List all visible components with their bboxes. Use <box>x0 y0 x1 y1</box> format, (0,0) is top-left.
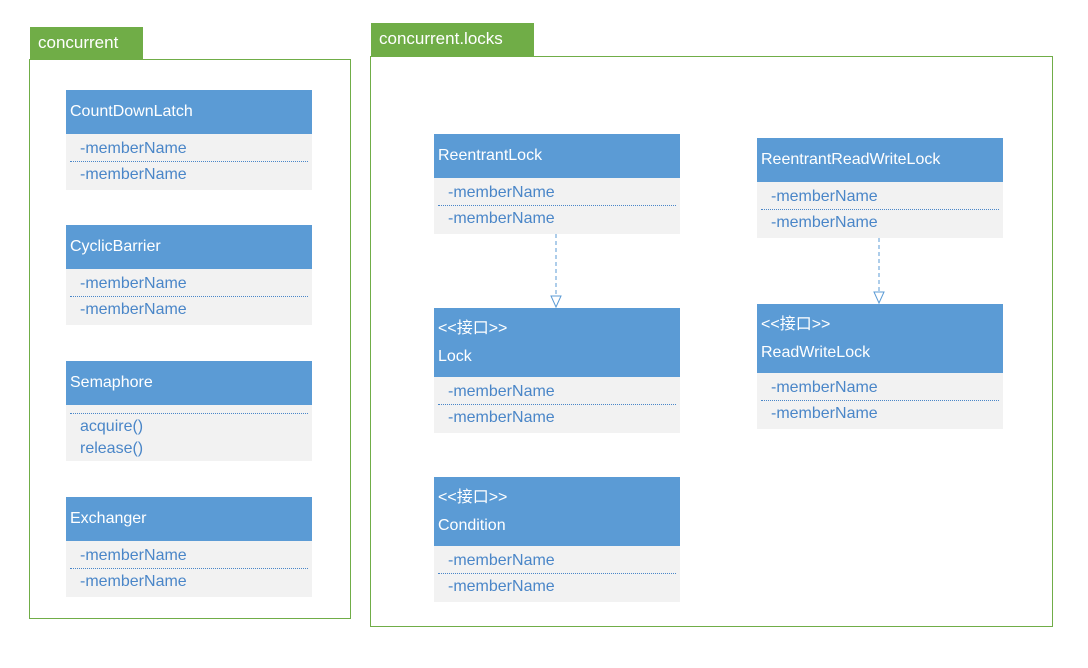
member: -memberName <box>438 404 676 430</box>
member: -memberName <box>438 205 676 231</box>
package-tab-concurrent: concurrent <box>30 27 143 59</box>
class-members: -memberName -memberName <box>66 134 312 187</box>
class-members: -memberName -memberName <box>434 546 680 599</box>
interface-condition: <<接口>> Condition -memberName -memberName <box>434 477 680 602</box>
class-header: CyclicBarrier <box>66 225 312 269</box>
member: -memberName <box>80 140 187 157</box>
class-header: CountDownLatch <box>66 90 312 134</box>
class-name: Lock <box>438 347 472 365</box>
class-name: ReentrantReadWriteLock <box>761 151 941 168</box>
member: -memberName <box>761 400 999 426</box>
class-name: Semaphore <box>70 374 153 391</box>
interface-lock: <<接口>> Lock -memberName -memberName <box>434 308 680 433</box>
class-members: -memberName -memberName <box>757 182 1003 235</box>
class-methods: acquire() release() <box>66 405 312 460</box>
method: acquire() <box>80 418 144 435</box>
methods-block: acquire() release() <box>70 413 308 460</box>
interface-readwritelock: <<接口>> ReadWriteLock -memberName -member… <box>757 304 1003 429</box>
class-cyclicbarrier: CyclicBarrier -memberName -memberName <box>66 225 312 325</box>
class-stereotype: <<接口>> <box>761 315 831 333</box>
class-name: CyclicBarrier <box>70 238 161 255</box>
method: release() <box>80 440 144 457</box>
class-exchanger: Exchanger -memberName -memberName <box>66 497 312 597</box>
package-frame-concurrent-locks <box>370 56 1053 627</box>
class-name: CountDownLatch <box>70 103 193 120</box>
realization-arrow-reentrantlock-lock <box>550 234 562 309</box>
class-header: <<接口>> Condition <box>434 477 680 546</box>
class-header: <<接口>> Lock <box>434 308 680 377</box>
class-header: ReentrantLock <box>434 134 680 178</box>
class-semaphore: Semaphore acquire() release() <box>66 361 312 461</box>
member: -memberName <box>80 275 187 292</box>
package-tab-concurrent-locks: concurrent.locks <box>371 23 534 56</box>
class-header: Semaphore <box>66 361 312 405</box>
member: -memberName <box>771 379 878 396</box>
member: -memberName <box>761 209 999 235</box>
member: -memberName <box>448 184 555 201</box>
class-members: -memberName -memberName <box>757 373 1003 426</box>
class-stereotype: <<接口>> <box>438 488 508 506</box>
member: -memberName <box>448 552 555 569</box>
class-header: <<接口>> ReadWriteLock <box>757 304 1003 373</box>
class-name: Exchanger <box>70 510 147 527</box>
class-reentrantlock: ReentrantLock -memberName -memberName <box>434 134 680 234</box>
member: -memberName <box>70 568 308 594</box>
member: -memberName <box>448 383 555 400</box>
member: -memberName <box>70 161 308 187</box>
class-header: Exchanger <box>66 497 312 541</box>
member: -memberName <box>80 547 187 564</box>
class-members: -memberName -memberName <box>434 178 680 231</box>
member: -memberName <box>771 188 878 205</box>
class-members: -memberName -memberName <box>434 377 680 430</box>
class-members: -memberName -memberName <box>66 269 312 322</box>
class-name: ReentrantLock <box>438 147 543 164</box>
class-name: Condition <box>438 516 506 534</box>
class-members: -memberName -memberName <box>66 541 312 594</box>
realization-arrow-reentrantreadwritelock-readwritelock <box>873 238 885 305</box>
class-header: ReentrantReadWriteLock <box>757 138 1003 182</box>
class-stereotype: <<接口>> <box>438 319 508 337</box>
class-reentrantreadwritelock: ReentrantReadWriteLock -memberName -memb… <box>757 138 1003 238</box>
member: -memberName <box>70 296 308 322</box>
package-frame-concurrent <box>29 59 351 619</box>
class-countdownlatch: CountDownLatch -memberName -memberName <box>66 90 312 190</box>
class-name: ReadWriteLock <box>761 343 871 361</box>
member: -memberName <box>438 573 676 599</box>
